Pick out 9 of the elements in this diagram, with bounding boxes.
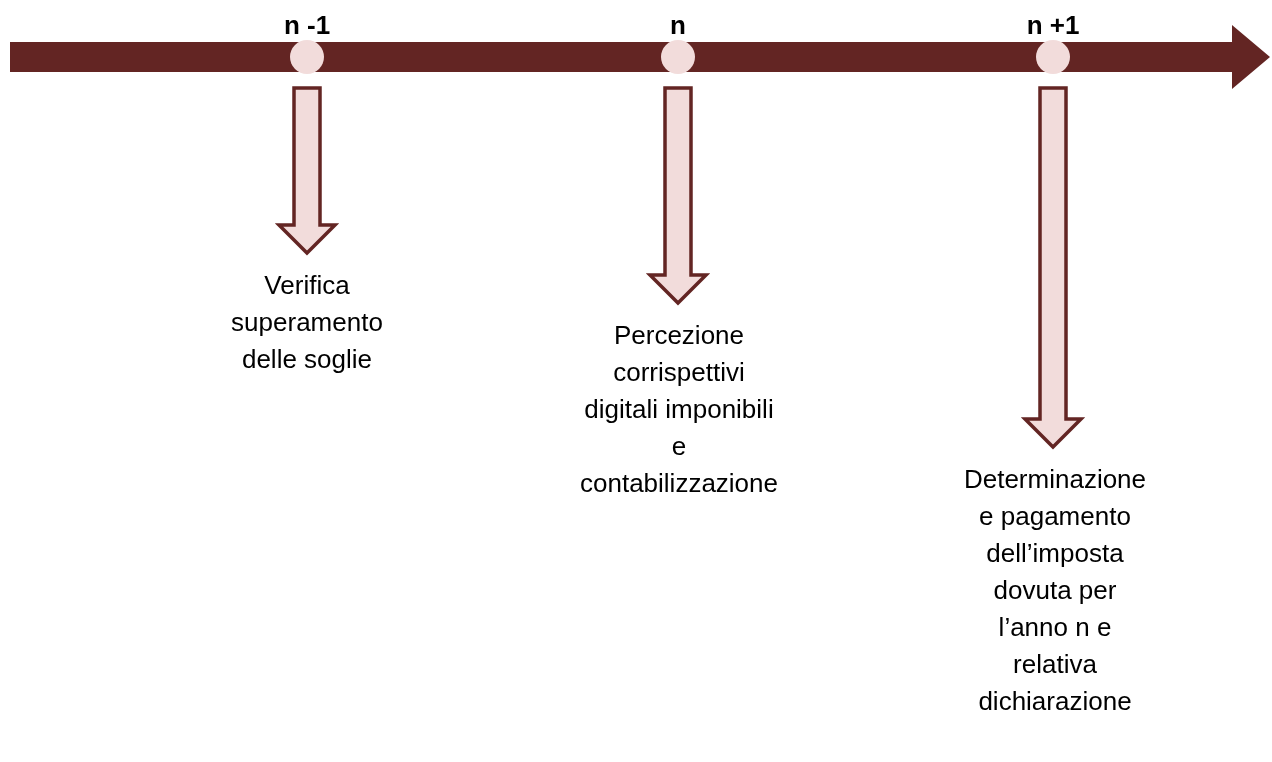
block-arrow bbox=[274, 86, 340, 256]
year-label: n -1 bbox=[283, 10, 331, 40]
year-label: n +1 bbox=[1026, 10, 1080, 40]
step-text: Determinazione e pagamento dell’imposta dovuta per l’anno n e relativa dichiarazione bbox=[957, 461, 1153, 720]
block-arrow bbox=[1020, 86, 1086, 450]
block-arrow bbox=[645, 86, 711, 306]
year-label: n bbox=[670, 10, 686, 40]
step-text: Percezione corrispettivi digitali imponibili e contabilizzazione bbox=[575, 317, 783, 502]
step-text: Verifica superamento delle soglie bbox=[202, 267, 412, 378]
